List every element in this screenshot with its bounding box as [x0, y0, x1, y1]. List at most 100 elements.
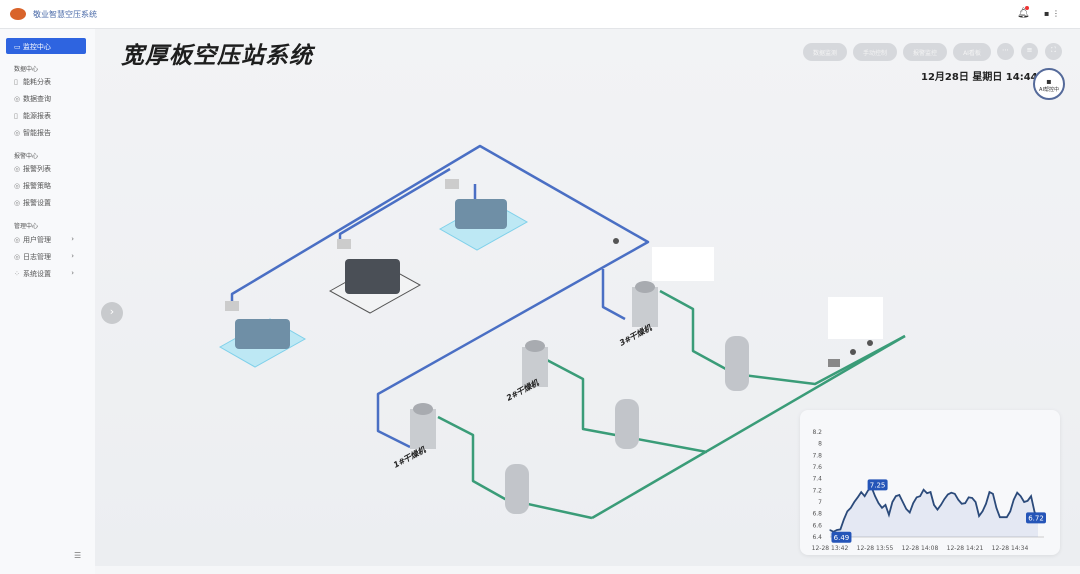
- sidebar-item[interactable]: ◎报警设置: [14, 199, 51, 207]
- expand-arrow-icon[interactable]: ›: [101, 302, 123, 324]
- data-point: [950, 492, 952, 494]
- sidebar-item[interactable]: ◎报警策略: [14, 182, 51, 190]
- x-tick-label: 12-28 14:34: [992, 545, 1029, 552]
- data-point: [943, 498, 945, 500]
- data-point: [988, 491, 991, 493]
- menu-icon[interactable]: ≡: [1021, 43, 1038, 60]
- data-point: [1013, 499, 1015, 501]
- data-point: [975, 501, 977, 503]
- collapse-sidebar-icon[interactable]: ☰: [74, 551, 82, 560]
- data-point: [919, 495, 921, 497]
- sidebar-item[interactable]: ◎用户管理›: [14, 235, 74, 244]
- data-point: [857, 496, 859, 498]
- air-pipe-blue: [338, 167, 451, 249]
- tab-manual-control[interactable]: 手动控制: [853, 43, 897, 61]
- doc-icon: ▯: [14, 78, 18, 86]
- sidebar-item[interactable]: ◎报警列表: [14, 165, 51, 173]
- data-point: [1027, 500, 1029, 502]
- data-point: [968, 496, 970, 498]
- group-title: 数据中心: [14, 66, 39, 73]
- y-tick-label: 7.8: [812, 452, 822, 459]
- data-point: [902, 501, 904, 503]
- data-label-bg: [831, 531, 852, 543]
- data-label: 7.25: [870, 481, 886, 489]
- data-point: [909, 511, 911, 514]
- data-point: [1016, 492, 1018, 494]
- dryer-1: [410, 403, 436, 449]
- data-point: [971, 497, 973, 499]
- sidebar-item[interactable]: ▯能耗分表: [14, 78, 51, 86]
- data-point: [836, 529, 838, 531]
- compressor-1: [218, 301, 307, 368]
- info-panel: [652, 247, 714, 281]
- y-tick-label: 8.2: [812, 429, 822, 436]
- ai-assistant-button[interactable]: ▪AI帮控中: [1033, 68, 1065, 100]
- data-point: [829, 529, 831, 531]
- sensor-icon: [828, 359, 840, 367]
- data-point: [1020, 495, 1022, 497]
- data-point: [926, 492, 928, 494]
- sidebar-item-monitor[interactable]: ▭ 监控中心: [6, 38, 86, 54]
- sidebar-item[interactable]: ▯能源报表: [14, 112, 51, 120]
- data-point: [850, 507, 852, 509]
- data-point: [1023, 501, 1025, 503]
- bell-icon[interactable]: 🔔︎: [1017, 8, 1030, 19]
- tab-ai-board[interactable]: AI看板: [953, 43, 991, 61]
- series-area: [830, 487, 1038, 537]
- data-point: [898, 494, 900, 496]
- x-tick-label: 12-28 14:08: [902, 545, 939, 552]
- data-point: [881, 507, 883, 509]
- data-point: [1030, 495, 1032, 497]
- circle-icon: ◎: [14, 199, 21, 207]
- sidebar-item[interactable]: ◎数据查询: [14, 95, 51, 103]
- compressor-2: [328, 239, 422, 314]
- y-tick-label: 6.8: [812, 511, 822, 518]
- gauge-icon: [613, 238, 619, 244]
- log-icon: ◎: [14, 253, 21, 261]
- data-point: [877, 502, 880, 504]
- sidebar-item[interactable]: ◎日志管理›: [14, 252, 74, 261]
- grid-icon: ⁘: [14, 270, 20, 278]
- sidebar-item[interactable]: ◎智能报告: [14, 129, 51, 137]
- sidebar-item-label: 监控中心: [22, 43, 51, 51]
- data-point: [839, 528, 841, 531]
- data-point: [978, 515, 980, 517]
- y-tick-label: 7.6: [812, 464, 822, 471]
- sidebar-item[interactable]: ⁘系统设置›: [14, 269, 74, 278]
- data-point: [992, 493, 994, 495]
- user-menu[interactable]: ▪ ⋮: [1044, 9, 1060, 18]
- data-point: [957, 499, 959, 501]
- air-pipe-green: [544, 357, 708, 454]
- circle-icon: ◎: [14, 182, 21, 190]
- data-point: [905, 508, 907, 510]
- data-point: [929, 491, 932, 493]
- data-point: [981, 510, 984, 512]
- more-icon[interactable]: ⋯: [997, 43, 1014, 60]
- data-point: [846, 510, 848, 512]
- bottom-bar: [95, 566, 1080, 574]
- x-tick-label: 12-28 14:21: [947, 545, 984, 552]
- robot-icon: ▪: [1046, 77, 1052, 86]
- tab-data-monitor[interactable]: 数据监测: [803, 43, 847, 61]
- circle-icon: ◎: [14, 165, 21, 173]
- data-point: [864, 495, 866, 497]
- data-point: [912, 502, 914, 504]
- y-tick-label: 7.4: [812, 476, 822, 483]
- air-pipe-green: [437, 415, 593, 520]
- data-point: [954, 493, 956, 495]
- monitor-icon: ▭: [14, 43, 23, 51]
- air-pipe-green: [591, 334, 906, 520]
- tab-alarm-monitor[interactable]: 报警监控: [903, 43, 947, 61]
- logo-icon: [10, 8, 26, 20]
- x-tick-label: 12-28 13:42: [812, 545, 849, 552]
- data-label-bg: [1026, 512, 1046, 524]
- user-icon: ◎: [14, 236, 21, 244]
- y-tick-label: 7: [818, 499, 822, 506]
- fullscreen-icon[interactable]: ⛶: [1045, 43, 1062, 60]
- data-point: [895, 495, 897, 497]
- data-point: [884, 504, 887, 506]
- air-pipe-green: [659, 289, 906, 386]
- compressor-3: [438, 179, 529, 251]
- chevron-right-icon: ›: [71, 269, 74, 277]
